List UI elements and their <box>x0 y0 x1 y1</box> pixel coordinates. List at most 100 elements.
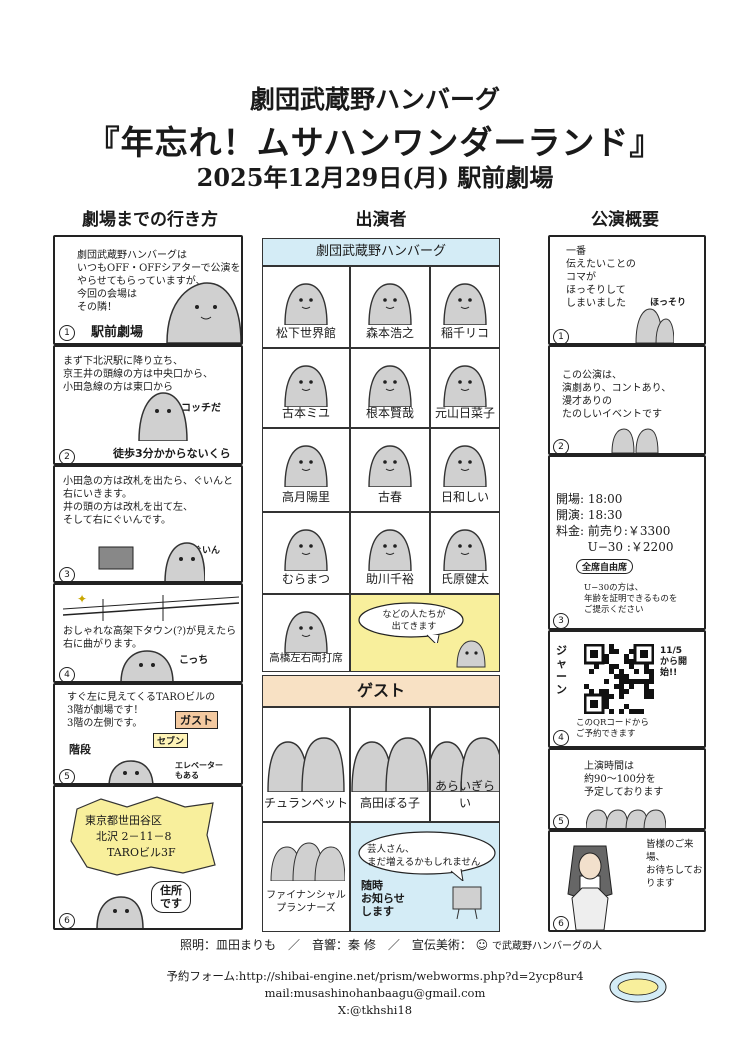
overview-panel-4: ジャーン 11/5から開始!! このQRコードから ご予約できます 4 <box>548 630 706 748</box>
panel-number: 1 <box>553 329 569 343</box>
cast-cell: 高橋左右両打席 <box>262 594 350 672</box>
overview-text-2: この公演は、 演劇あり、コントあり、 漫才ありの たのしいイベントです <box>562 370 672 420</box>
access-text-1: 劇団武蔵野ハンバーグは いつもOFF・OFFシアターで公演を やらせてもらってい… <box>77 250 241 313</box>
panel-number: 1 <box>59 325 75 341</box>
cast-name: 氏原健太 <box>440 572 489 586</box>
person-illustration <box>567 845 613 930</box>
cast-cell: 元山日菜子 <box>430 348 500 428</box>
cast-note-panel: などの人たちが 出てきます <box>350 594 500 672</box>
address-burst <box>70 796 216 876</box>
jaan-label: ジャーン <box>556 644 567 696</box>
price-advance: 料金: 前売り:￥3300 <box>556 524 671 538</box>
stairs-label: 階段 <box>69 743 91 756</box>
guest-cell: あらいぎらい <box>430 707 500 822</box>
character-blob <box>284 365 328 407</box>
character-waving <box>456 640 486 668</box>
cast-heading: 出演者 <box>355 210 407 230</box>
access-panel-1: 劇団武蔵野ハンバーグは いつもOFF・OFFシアターで公演を やらせてもらってい… <box>53 235 243 345</box>
overview-panel-6: 皆様のご来場、 お待ちしております 6 <box>548 830 706 932</box>
cast-cell: 日和しい <box>430 428 500 512</box>
guest-name: あらいぎらい <box>434 779 495 810</box>
character-blob <box>284 611 328 653</box>
svg-text:✦: ✦ <box>77 592 87 606</box>
access-panel-4: ✦ おしゃれな高架下タウン(?)が見えたら 右に曲がります。 こっち 4 <box>53 583 243 683</box>
cast-cell: 氏原健太 <box>430 512 500 594</box>
access-hand-3: ぐいん <box>193 546 221 556</box>
panel-number: 3 <box>553 613 569 628</box>
qr-code <box>584 644 654 714</box>
character-row <box>586 809 666 828</box>
cast-name: 日和しい <box>440 490 489 504</box>
character-blob <box>120 650 174 681</box>
schedule-opening: 開場: 18:00 <box>556 492 623 506</box>
overview-heading: 公演概要 <box>591 210 659 230</box>
access-panel-3: 小田急の方は改札を出たら、ぐいんと 右にいきます。 井の頭の方は改札を出て左、 … <box>53 465 243 583</box>
panel-number: 4 <box>553 730 569 746</box>
guest-note-panel: 芸人さん、 まだ増えるかもしれません 随時 お知らせ します <box>350 822 500 932</box>
elevator-label: エレベーター もある <box>175 761 223 780</box>
access-text-4: おしゃれな高架下タウン(?)が見えたら 右に曲がります。 <box>63 626 237 650</box>
character-blob <box>138 392 188 441</box>
character-pair <box>351 737 429 792</box>
cast-cell: 稲千リコ <box>430 266 500 348</box>
character-pair <box>611 428 659 453</box>
character-blob <box>443 283 487 325</box>
character-blob <box>368 445 412 487</box>
show-title: 『年忘れ！ムサハンワンダーランド』 <box>86 123 664 162</box>
speech-bubble <box>358 602 464 643</box>
panel-number: 6 <box>553 916 569 930</box>
panel-number: 4 <box>59 667 75 681</box>
access-hand-2b: 徒歩3分かからないくらい <box>113 447 231 460</box>
cast-name: 根本賢哉 <box>365 406 414 420</box>
x-account[interactable]: X:@tkhshi18 <box>337 1003 413 1017</box>
troupe-name: 劇団武蔵野ハンバーグ <box>249 85 500 114</box>
cast-cell: 森本浩之 <box>350 266 430 348</box>
character-pair <box>635 308 674 343</box>
overview-panel-1: 一番 伝えたいことの コマが ほっそりして しまいました ほっそり 1 <box>548 235 706 345</box>
qr-note: このQRコードから ご予約できます <box>576 718 649 739</box>
cast-name: 松下世界館 <box>275 326 336 340</box>
closing-message: 皆様のご来場、 お待ちしております <box>646 839 703 889</box>
logo-badge <box>609 971 667 1003</box>
cast-name: 稲千リコ <box>440 326 489 340</box>
cast-cell: 松下世界館 <box>262 266 350 348</box>
character-blob <box>284 529 328 571</box>
character-box <box>452 886 482 920</box>
access-text-3: 小田急の方は改札を出たら、ぐいんと 右にいきます。 井の頭の方は改札を出て左、 … <box>63 476 233 526</box>
access-hand-2: コッチだ <box>181 403 221 414</box>
u30-note: U−30の方は、 年齢を証明できるものを ご提示ください <box>584 583 678 615</box>
access-panel-5: すぐ左に見えてくるTAROビルの 3階が劇場です！ 3階の左側です。 ガスト セ… <box>53 683 243 785</box>
character-pair <box>431 737 499 792</box>
reservation-form[interactable]: 予約フォーム:http://shibai-engine.net/prism/we… <box>166 969 584 983</box>
schedule-start: 開演: 18:30 <box>556 508 623 522</box>
character-pair <box>267 737 345 792</box>
sign-seven: セブン <box>153 733 189 748</box>
access-hand-1: 駅前劇場 <box>91 325 144 340</box>
release-note: 11/5から開始!! <box>660 646 688 678</box>
cast-name: 助川千裕 <box>365 572 414 586</box>
cast-cell: 古本ミユ <box>262 348 350 428</box>
overview-panel-2: この公演は、 演劇あり、コントあり、 漫才ありの たのしいイベントです 2 <box>548 345 706 455</box>
speech-bubble <box>358 831 496 881</box>
cast-note-text: などの人たちが 出てきます <box>382 610 446 632</box>
access-text-2: まず下北沢駅に降り立ち、 京王井の頭線の方は中央口から、 小田急線の方は東口から <box>63 356 213 393</box>
free-seat-badge: 全席自由席 <box>576 559 634 574</box>
access-panel-6: 東京都世田谷区 北沢 2－11－8 TAROビル3F 住所 です 6 <box>53 785 243 930</box>
guest-band: ゲスト <box>262 675 500 707</box>
credits-tail: で武蔵野ハンバーグの人 <box>492 941 602 952</box>
guest-name: ファイナンシャル プランナーズ <box>266 890 346 914</box>
hand-note: 随時 お知らせ します <box>361 879 405 918</box>
character-blob <box>108 760 154 783</box>
runtime-note: 上演時間は 約90〜100分を 予定しております <box>584 761 664 798</box>
overpass-drawing: ✦ <box>63 592 239 621</box>
guest-name: チュランペット <box>263 796 348 810</box>
guest-note-text: 芸人さん、 まだ増えるかもしれません <box>367 844 481 868</box>
group-band: 劇団武蔵野ハンバーグ <box>262 238 500 266</box>
gate-drawing <box>98 542 205 581</box>
overview-text-1: 一番 伝えたいことの コマが ほっそりして しまいました <box>566 246 636 309</box>
character-blob <box>443 529 487 571</box>
contact-mail[interactable]: mail:musashinohanbaagu@gmail.com <box>264 986 486 1000</box>
overview-panel-3: 開場: 18:00 開演: 18:30 料金: 前売り:￥3300 U−30 :… <box>548 455 706 630</box>
panel-number: 6 <box>59 913 75 928</box>
character-blob <box>368 365 412 407</box>
